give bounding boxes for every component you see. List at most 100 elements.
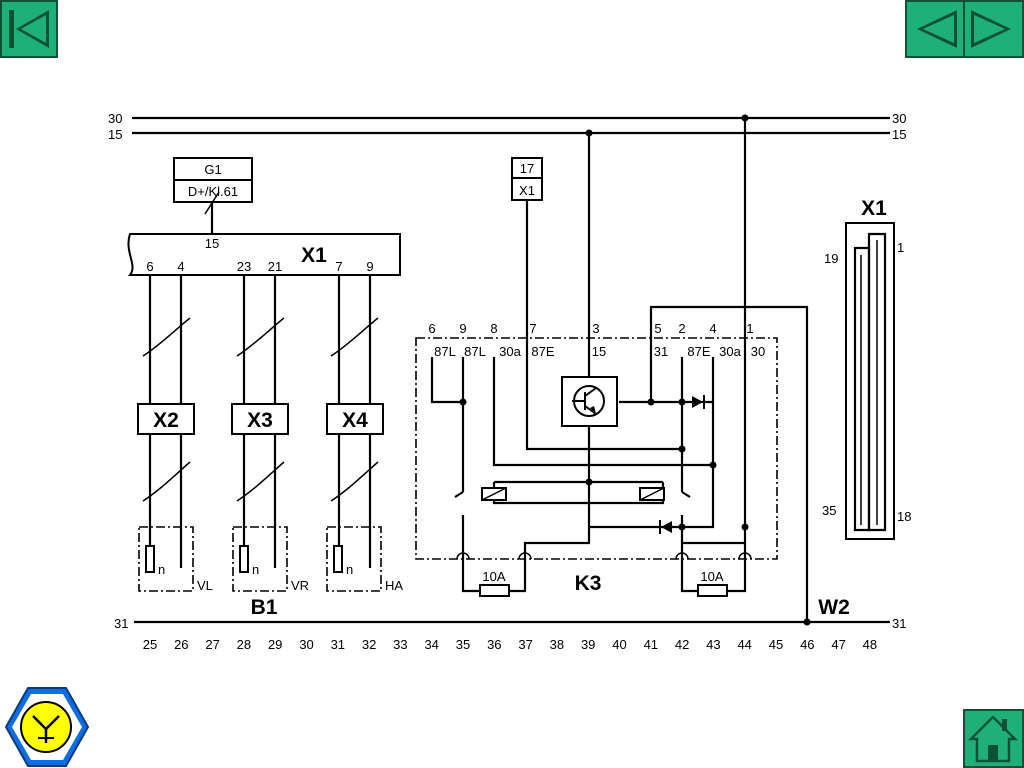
path-number: 38 [550,637,564,652]
path-number: 45 [769,637,783,652]
k3-pin-number: 4 [709,321,716,336]
path-number: 34 [424,637,438,652]
w2-label: W2 [818,596,850,619]
path-number: 43 [706,637,720,652]
k3-pin-number: 9 [459,321,466,336]
path-number: 44 [737,637,751,652]
k3-pin-number: 3 [592,321,599,336]
x1-pin-label: 23 [237,259,251,274]
sensor-vl-label: VL [197,578,213,593]
path-number: 26 [174,637,188,652]
x1-pin-label: 6 [146,259,153,274]
fuse-left-label: 10A [482,569,505,584]
sensor-vl: n VL [138,526,213,593]
k3-module-boundary [415,337,778,560]
skip-to-first-icon [9,10,49,48]
fuse-right [697,584,728,597]
k3-pin-function: 87L [464,344,486,359]
k3-pin-function: 15 [592,344,606,359]
sensor-ha-label: HA [385,578,403,593]
fuse-left [479,584,510,597]
k3-pin-number: 6 [428,321,435,336]
sensor-symbol-icon [4,687,90,767]
home-icon [967,715,1019,763]
sensor-ha: n HA [326,526,403,593]
b1-label: B1 [251,596,278,619]
k3-pin-function: 87E [687,344,710,359]
diode-bottom [659,520,672,534]
path-number: 42 [675,637,689,652]
path-number: 40 [612,637,626,652]
sensor-ha-symbol: n [346,562,353,577]
k3-pin-number: 8 [490,321,497,336]
x3-label: X3 [247,409,273,432]
arrow-right-icon [971,10,1011,48]
k3-pin-function: 30a [719,344,741,359]
path-number: 25 [143,637,157,652]
box-17-label: 17 [520,161,534,176]
sensor-vr: n VR [232,526,309,593]
first-page-button[interactable] [0,0,58,58]
x1-block [127,233,401,276]
k3-pin-function: 87L [434,344,456,359]
rail-15-right-label: 15 [892,127,906,142]
x1-pin-label: 9 [366,259,373,274]
path-number: 32 [362,637,376,652]
k3-pin-function: 30a [499,344,521,359]
x1-connector-label: X1 [861,197,887,220]
x1-block-label: X1 [301,244,327,267]
x3-connector [231,403,289,435]
x1-pin-18-label: 18 [897,509,911,524]
x1-pin-35-label: 35 [822,503,836,518]
x1-pin-label: 7 [335,259,342,274]
rail-31-left-label: 31 [114,616,128,631]
x1-pin-15-label: 15 [205,236,219,251]
path-number: 37 [518,637,532,652]
arrow-left-icon [917,10,957,48]
path-number: 30 [299,637,313,652]
x1-pin-19-label: 19 [824,251,838,266]
k3-pin-number: 5 [654,321,661,336]
x2-connector [137,403,195,435]
path-number: 41 [644,637,658,652]
rail-30-right-label: 30 [892,111,906,126]
rail-15-left-label: 15 [108,127,122,142]
x2-label: X2 [153,409,179,432]
path-number: 46 [800,637,814,652]
path-number: 29 [268,637,282,652]
sensor-vl-symbol: n [158,562,165,577]
path-number: 35 [456,637,470,652]
k3-wiring [430,118,809,622]
x4-label: X4 [342,409,368,432]
path-number: 33 [393,637,407,652]
junction-dots [459,114,811,626]
next-page-button[interactable] [963,0,1024,58]
k3-label: K3 [575,572,602,595]
k3-pin-function: 30 [751,344,765,359]
x1-pin-label: 21 [268,259,282,274]
path-number: 48 [863,637,877,652]
fuse-right-label: 10A [700,569,723,584]
rail-30-left-label: 30 [108,111,122,126]
k3-pin-function: 31 [654,344,668,359]
k3-pin-number: 2 [678,321,685,336]
x1-pin-label: 4 [177,259,184,274]
k3-pin-number: 7 [529,321,536,336]
home-button[interactable] [963,709,1024,768]
diode-top [692,395,705,409]
x1-pin-1-label: 1 [897,240,904,255]
path-number: 36 [487,637,501,652]
path-number: 27 [205,637,219,652]
sensor-vr-label: VR [291,578,309,593]
path-number: 39 [581,637,595,652]
x4-connector [326,403,384,435]
k3-pin-function: 87E [531,344,554,359]
menu-button[interactable] [0,686,92,768]
path-number: 47 [831,637,845,652]
box-x1-label: X1 [519,183,535,198]
rail-31-right-label: 31 [892,616,906,631]
wire-twist-marks [142,317,379,502]
g1-terminal-label: D+/Kl.61 [188,184,238,199]
